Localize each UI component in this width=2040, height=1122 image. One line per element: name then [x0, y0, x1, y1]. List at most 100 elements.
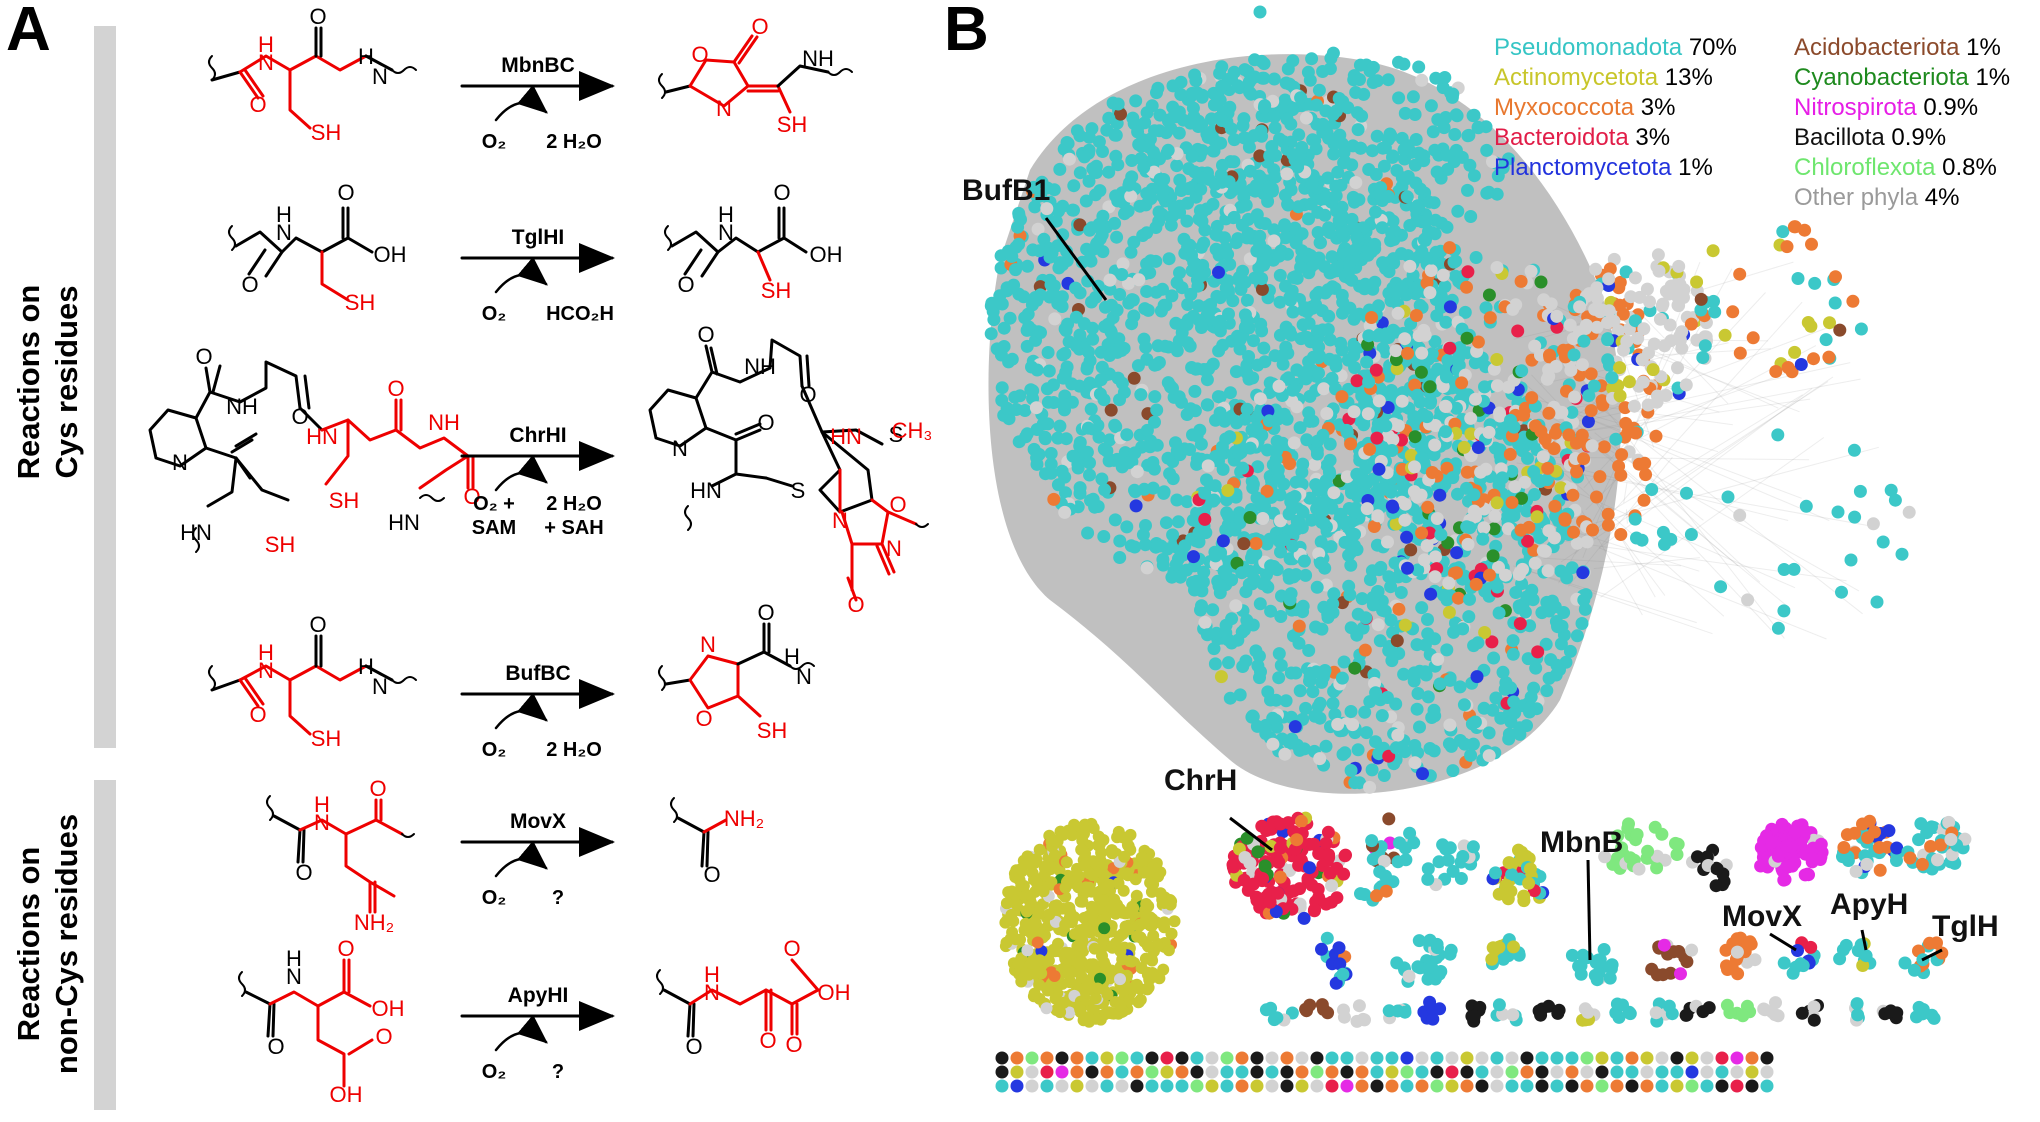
network-node [1819, 333, 1833, 347]
network-node [1398, 618, 1412, 632]
network-node [1733, 508, 1747, 522]
network-node [1329, 354, 1343, 368]
network-node [1086, 162, 1100, 176]
network-node [1175, 1065, 1189, 1079]
network-node [1550, 1065, 1564, 1079]
network-node [1167, 201, 1181, 215]
network-node [1708, 305, 1722, 319]
network-node [1096, 209, 1110, 223]
network-node [1108, 128, 1122, 142]
network-node [1505, 464, 1519, 478]
network-node [1409, 202, 1423, 216]
network-node [1269, 905, 1283, 919]
network-node [1493, 426, 1507, 440]
network-node [1190, 86, 1204, 100]
network-node [1076, 834, 1089, 847]
network-node [1527, 543, 1541, 557]
network-node [1355, 109, 1369, 123]
noncys-group-bar [94, 780, 116, 1110]
network-node [1674, 967, 1687, 981]
network-node [1898, 956, 1912, 970]
network-node [1083, 223, 1097, 237]
cys-group-bar [94, 26, 116, 748]
network-node [1226, 294, 1240, 308]
network-node [1198, 486, 1212, 500]
network-node [1354, 887, 1367, 901]
network-node [1111, 194, 1125, 208]
network-node [1300, 365, 1314, 378]
network-node [1460, 1065, 1474, 1079]
network-node [1047, 378, 1060, 392]
network-node [1365, 311, 1378, 324]
network-node [1464, 427, 1478, 441]
network-node [1067, 179, 1081, 193]
network-node [1161, 143, 1175, 157]
network-node [1401, 249, 1415, 263]
cosub-left-3: O₂ + [473, 493, 515, 515]
network-node [1360, 502, 1374, 516]
network-node [1630, 828, 1644, 841]
network-node [1670, 1065, 1684, 1079]
network-node [1655, 1065, 1669, 1079]
network-node [1714, 580, 1728, 594]
network-node [1769, 996, 1782, 1010]
legend-percent: 1% [1671, 154, 1713, 181]
network-node [1235, 1051, 1249, 1065]
network-node [1452, 351, 1466, 364]
network-node [1290, 833, 1304, 847]
network-node [1438, 399, 1452, 413]
network-node [1671, 361, 1684, 375]
network-node [1340, 1079, 1354, 1093]
network-node [990, 342, 1004, 356]
network-node [1076, 895, 1089, 908]
network-node [1128, 446, 1142, 460]
network-node [1781, 361, 1795, 374]
network-node [1187, 256, 1201, 269]
network-node [1428, 570, 1442, 584]
network-node [1475, 1065, 1489, 1079]
network-node [1280, 1065, 1294, 1079]
network-node [1115, 268, 1129, 281]
network-node [1330, 891, 1344, 905]
network-node [1504, 413, 1517, 427]
network-node [1325, 250, 1339, 264]
network-node [1504, 884, 1518, 898]
network-node [1337, 655, 1351, 669]
network-node [1319, 836, 1333, 850]
network-node [1362, 163, 1376, 176]
network-node [1150, 438, 1164, 452]
network-node [1370, 585, 1384, 599]
network-node [1355, 473, 1368, 487]
cosub-left-6: O₂ [482, 1061, 506, 1083]
legend-entry: Nitrospirota 0.9% [1794, 94, 1978, 122]
network-node [1295, 140, 1309, 154]
network-node [1303, 414, 1317, 428]
network-node [1637, 322, 1651, 336]
legend-entry: Chloroflexota 0.8% [1794, 154, 1997, 182]
network-node [1052, 204, 1065, 218]
network-node [1294, 260, 1308, 274]
network-node [1888, 493, 1902, 507]
network-node [1138, 302, 1152, 316]
network-node [1385, 444, 1399, 457]
network-node [1602, 358, 1616, 372]
network-node [1097, 530, 1111, 543]
network-node [1837, 841, 1851, 854]
network-node [1351, 607, 1365, 621]
network-node [1123, 994, 1136, 1006]
network-node [1778, 873, 1792, 887]
network-node [1273, 295, 1287, 309]
network-node [1267, 223, 1281, 237]
network-node [1253, 671, 1266, 685]
network-node [1914, 817, 1928, 831]
network-node [1461, 265, 1475, 279]
network-node [1326, 696, 1340, 710]
network-node [1180, 563, 1194, 577]
r4-h: H [258, 640, 274, 665]
network-node [1276, 348, 1290, 362]
network-node [1408, 739, 1422, 752]
network-node [1264, 604, 1278, 618]
network-node [1019, 917, 1032, 930]
network-node [1001, 244, 1015, 258]
network-node [1173, 266, 1186, 280]
